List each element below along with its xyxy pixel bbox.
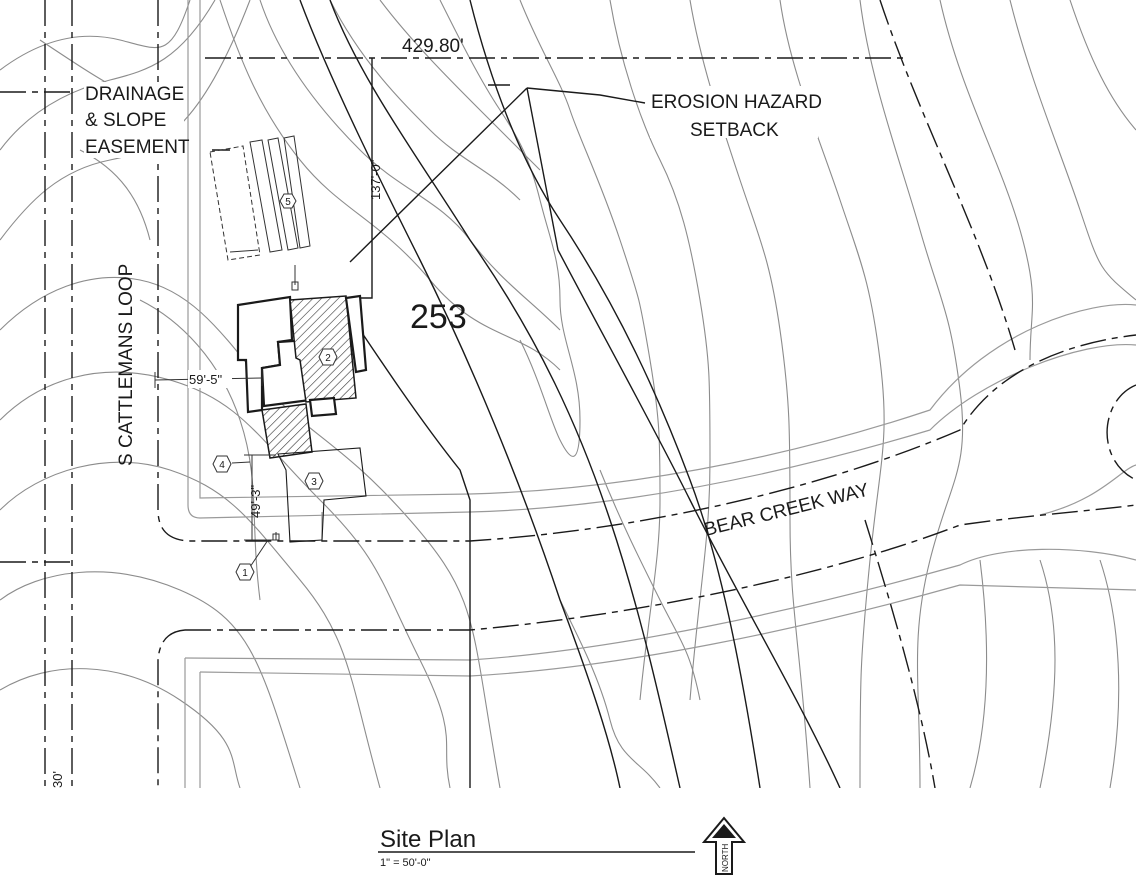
dimension-49: 49'-3": [248, 484, 263, 518]
north-arrow-icon: NORTH: [701, 816, 747, 875]
callout-1: 1: [242, 568, 248, 579]
callout-marker-5: [279, 193, 297, 209]
drainage-easement-label-3: EASEMENT: [85, 137, 190, 158]
left-edge-dimension: 30': [50, 771, 65, 788]
title-block: Site Plan 1" = 50'-0" NORTH: [378, 816, 747, 875]
callout-3: 3: [311, 477, 317, 488]
drainage-easement-label-1: DRAINAGE: [85, 84, 184, 105]
callout-4: 4: [219, 460, 225, 471]
callout-marker-1: [235, 563, 255, 581]
house-footprint: [236, 294, 368, 543]
callout-marker-3: [304, 472, 324, 490]
drawing-title: Site Plan: [380, 826, 476, 853]
north-label: NORTH: [721, 843, 730, 872]
road-edges: [184, 0, 1136, 788]
callout-marker-2: [318, 348, 338, 366]
lot-number: 253: [410, 298, 467, 336]
callout-5: 5: [285, 197, 291, 208]
drainage-easement-label-2: & SLOPE: [85, 110, 166, 131]
top-dimension-label: 429.80': [402, 36, 464, 57]
drain-field: [209, 135, 311, 291]
contour-lines: [0, 0, 1136, 788]
erosion-setback-label-2: SETBACK: [690, 120, 779, 141]
drawing-scale: 1" = 50'-0": [380, 857, 431, 869]
road-centerlines: [0, 0, 1136, 788]
callout-2: 2: [325, 353, 331, 364]
street-name-cattlemans: S CATTLEMANS LOOP: [116, 264, 137, 466]
dimension-137: 137'-0": [368, 159, 383, 200]
callout-marker-4: [212, 455, 232, 473]
erosion-setback-label-1: EROSION HAZARD: [651, 92, 822, 113]
callout-hexagons: [212, 193, 338, 581]
dimension-59: 59'-5": [189, 372, 223, 387]
